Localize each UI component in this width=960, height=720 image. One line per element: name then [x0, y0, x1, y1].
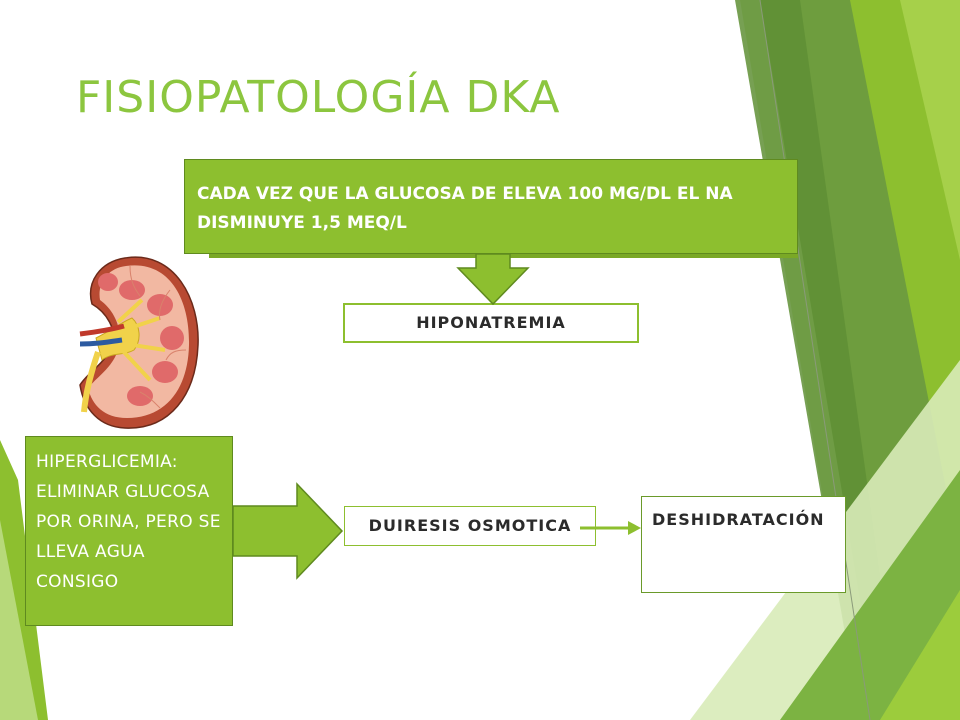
hiperglicemia-box: HIPERGLICEMIA: ELIMINAR GLUCOSA POR ORIN…	[25, 436, 233, 626]
slide-title: FISIOPATOLOGÍA DKA	[76, 72, 561, 123]
stripe-bright-2	[880, 590, 960, 720]
duiresis-osmotica-box: DUIRESIS OSMOTICA	[344, 506, 596, 546]
stripe-thin-line	[759, 0, 871, 720]
stripe-bright-1	[900, 0, 960, 260]
deshidratacion-box: DESHIDRATACIÓN	[641, 496, 846, 593]
hiponatremia-box: HIPONATREMIA	[343, 303, 639, 343]
stripe-left-light	[0, 520, 38, 720]
stripe-mid-2	[780, 470, 960, 720]
glucose-sodium-box: CADA VEZ QUE LA GLUCOSA DE ELEVA 100 MG/…	[184, 159, 798, 254]
